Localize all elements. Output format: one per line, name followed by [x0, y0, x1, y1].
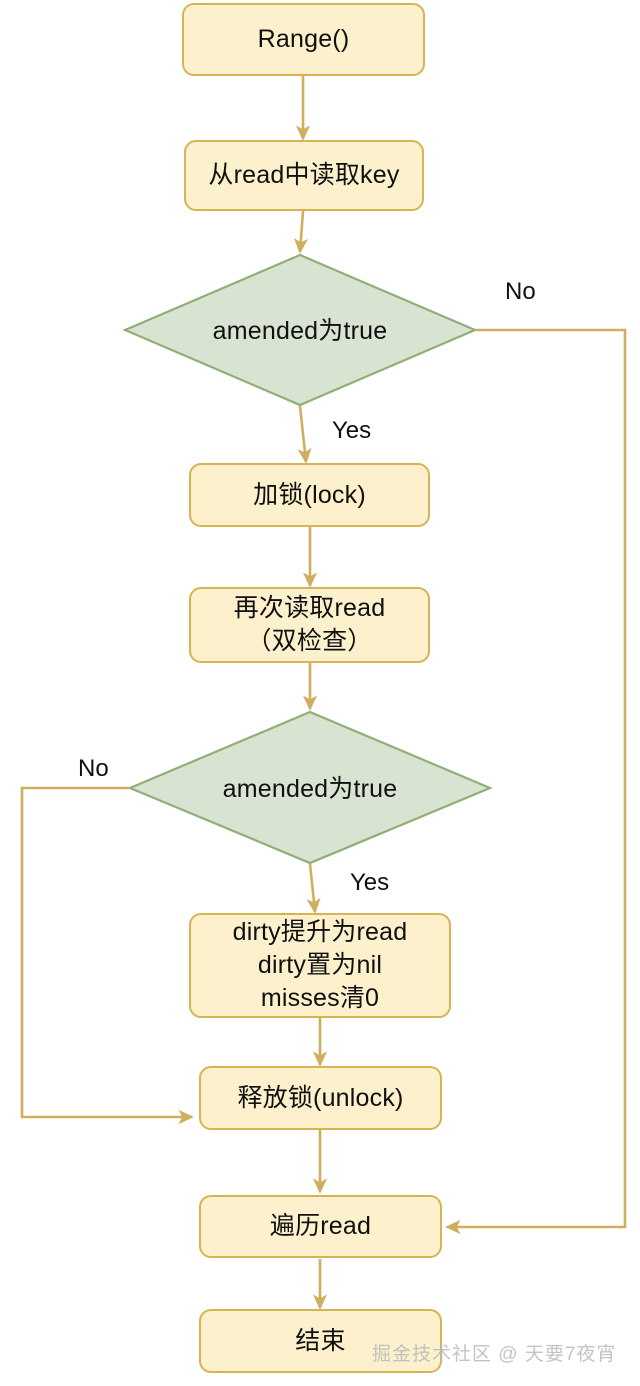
node-promote[interactable]: dirty提升为read dirty置为nil misses清0: [189, 913, 451, 1018]
edge-amended2-no-to-unlock: [20, 786, 194, 1125]
edge-readkey-to-amended1: [293, 210, 309, 254]
node-lock[interactable]: 加锁(lock): [189, 463, 430, 527]
node-promote-label-line2: dirty置为nil: [257, 951, 383, 979]
edge-label-yes-2: Yes: [350, 869, 390, 896]
node-end[interactable]: 结束: [199, 1309, 442, 1373]
node-promote-label-line3: misses清0: [260, 984, 380, 1012]
node-reread-label-line2: （双检查）: [246, 627, 373, 655]
edge-label-yes-1: Yes: [332, 417, 372, 444]
node-traverse-label: 遍历read: [269, 1212, 372, 1240]
edge-amended1-no-to-traverse: [445, 328, 627, 1235]
node-reread[interactable]: 再次读取read （双检查）: [189, 587, 430, 663]
node-amended1[interactable]: amended为true: [125, 255, 475, 405]
node-end-label: 结束: [295, 1326, 346, 1355]
node-unlock[interactable]: 释放锁(unlock): [199, 1066, 442, 1130]
node-read-key[interactable]: 从read中读取key: [184, 140, 424, 211]
node-amended2[interactable]: amended为true: [130, 712, 490, 863]
node-reread-label-line1: 再次读取read: [233, 594, 386, 622]
decision-shape-amended1: [122, 253, 478, 407]
node-traverse[interactable]: 遍历read: [199, 1195, 442, 1258]
edge-label-no-2: No: [78, 755, 109, 782]
node-unlock-label: 释放锁(unlock): [237, 1083, 404, 1112]
edge-amended1-yes-to-lock: [297, 405, 312, 464]
node-lock-label: 加锁(lock): [253, 480, 366, 509]
node-start-label: Range(): [257, 25, 350, 53]
node-start[interactable]: Range(): [182, 3, 425, 76]
edge-amended2-yes-to-promote: [306, 863, 321, 914]
edge-label-no-1: No: [505, 278, 536, 305]
decision-shape-amended2: [127, 710, 493, 865]
node-amended1-label: amended为true: [212, 317, 388, 345]
watermark-text: 掘金技术社区 @ 天要7夜宵: [372, 1344, 617, 1365]
node-amended2-label: amended为true: [222, 774, 398, 803]
node-promote-label-line1: dirty提升为read: [232, 918, 408, 946]
node-read-key-label: 从read中读取key: [208, 161, 400, 189]
